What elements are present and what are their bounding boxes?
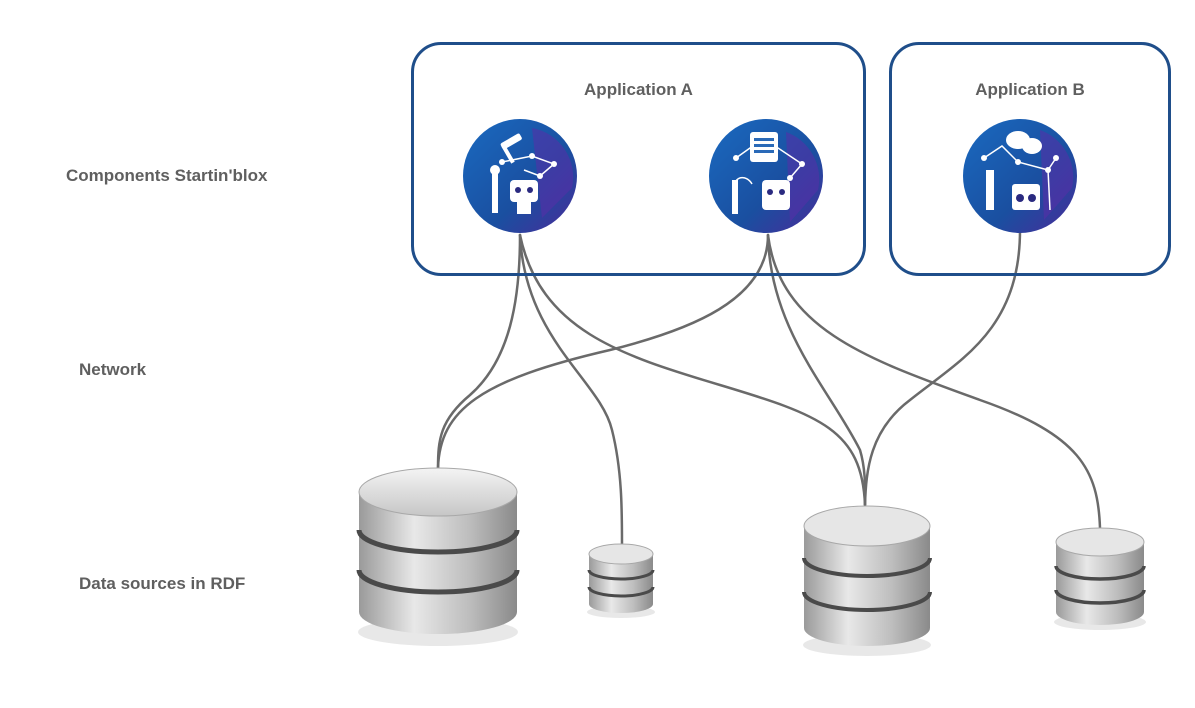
link-book-to-db1 xyxy=(436,233,770,470)
link-gavel-to-db1 xyxy=(436,233,522,470)
row-label-network: Network xyxy=(79,360,147,379)
gavel-robot-icon xyxy=(463,119,577,233)
link-book-to-db4 xyxy=(766,233,1102,530)
medium-database-2 xyxy=(1054,527,1146,630)
link-gavel-to-db2 xyxy=(518,233,624,547)
link-book-to-db3 xyxy=(766,233,867,507)
large-database-1 xyxy=(356,467,520,646)
link-gavel-to-db3 xyxy=(518,233,867,507)
book-robot-icon xyxy=(709,119,823,233)
small-database-1 xyxy=(587,543,655,618)
large-database-2 xyxy=(802,505,932,656)
application-a-title: Application A xyxy=(584,80,693,99)
application-b-title: Application B xyxy=(975,80,1085,99)
application-b-box xyxy=(889,42,1171,276)
link-chat-to-db3 xyxy=(863,228,1022,507)
application-a-box xyxy=(411,42,866,276)
row-label-components: Components Startin'blox xyxy=(66,166,268,185)
chat-robot-icon xyxy=(963,119,1077,233)
row-label-data-sources: Data sources in RDF xyxy=(79,574,246,593)
